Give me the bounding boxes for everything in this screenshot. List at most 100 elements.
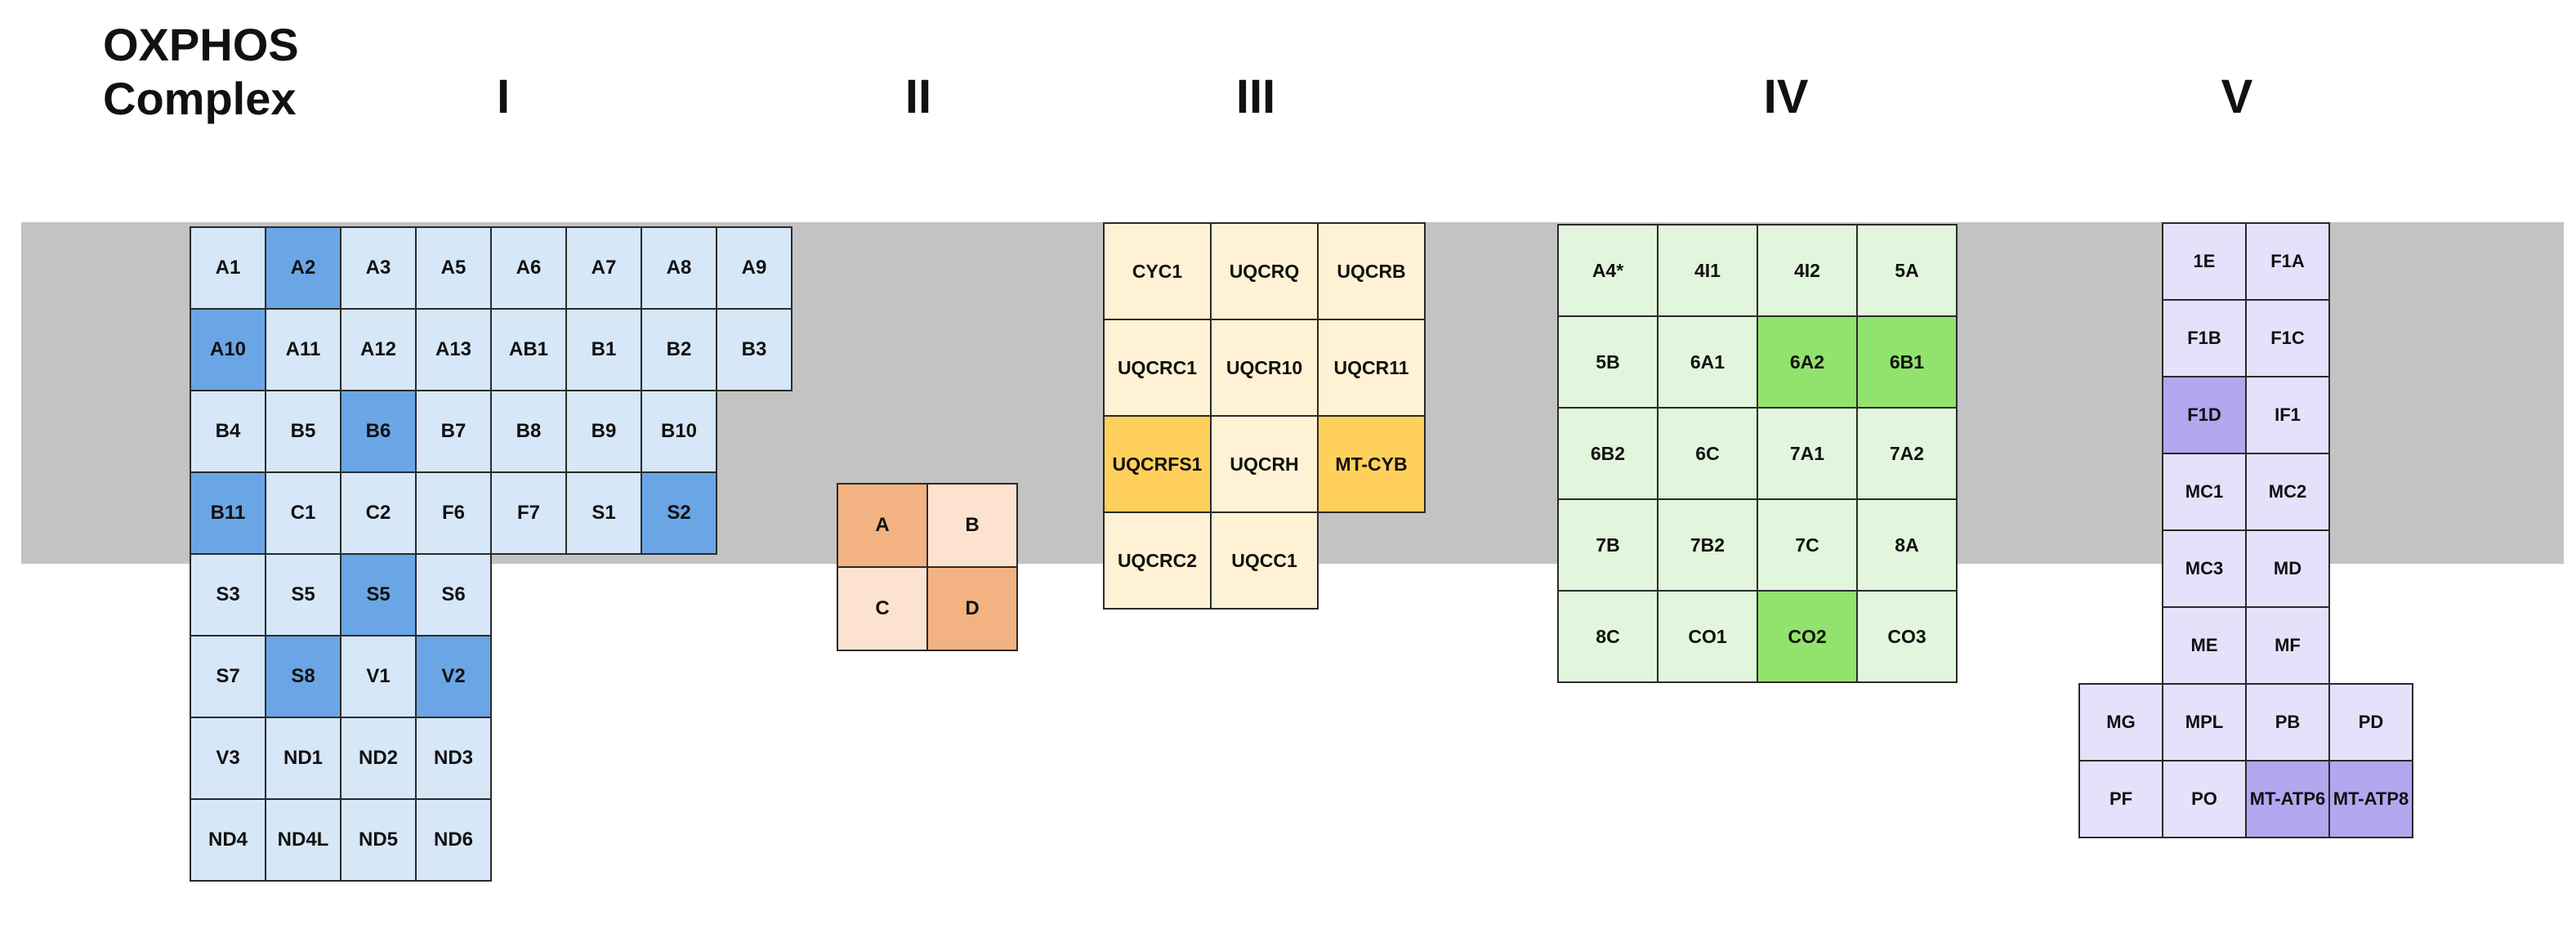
subunit-cell: PD: [2328, 683, 2413, 762]
subunit-cell: B1: [565, 308, 642, 391]
empty-cell: [2079, 530, 2163, 607]
complex-label-2: II: [904, 70, 932, 123]
empty-cell: [717, 636, 792, 717]
subunit-cell: A3: [340, 226, 417, 310]
empty-cell: [2329, 530, 2413, 607]
empty-cell: [641, 717, 717, 799]
empty-cell: [566, 799, 641, 881]
subunit-cell: A7: [565, 226, 642, 310]
subunit-cell: PF: [2078, 760, 2163, 838]
subunit-cell: CO1: [1657, 590, 1758, 683]
subunit-cell: S8: [265, 635, 342, 718]
subunit-cell: F1C: [2245, 299, 2330, 377]
title-line-2: Complex: [103, 73, 297, 124]
subunit-cell: MF: [2245, 606, 2330, 685]
subunit-cell: 8C: [1557, 590, 1659, 683]
empty-cell: [566, 636, 641, 717]
subunit-cell: AB1: [490, 308, 567, 391]
subunit-cell: 7A2: [1856, 407, 1958, 500]
subunit-cell: S7: [190, 635, 266, 718]
subunit-cell: UQCRC2: [1103, 511, 1212, 610]
subunit-cell: ND6: [415, 798, 492, 882]
subunit-cell: 6B2: [1557, 407, 1659, 500]
subunit-cell: A4*: [1557, 224, 1659, 317]
subunit-cell: 7B: [1557, 498, 1659, 592]
subunit-cell: D: [926, 566, 1018, 651]
subunit-cell: 6B1: [1856, 315, 1958, 409]
subunit-cell: S2: [641, 471, 717, 555]
subunit-cell: MC2: [2245, 453, 2330, 531]
subunit-cell: MC1: [2162, 453, 2247, 531]
empty-cell: [491, 717, 566, 799]
subunit-cell: UQCR11: [1317, 319, 1426, 417]
subunit-cell: ND5: [340, 798, 417, 882]
subunit-cell: B2: [641, 308, 717, 391]
subunit-cell: UQCRH: [1210, 415, 1319, 513]
subunit-cell: 6A2: [1757, 315, 1858, 409]
subunit-cell: A10: [190, 308, 266, 391]
subunit-cell: A: [837, 483, 928, 568]
empty-cell: [2329, 377, 2413, 453]
subunit-cell: UQCRQ: [1210, 222, 1319, 320]
subunit-cell: F6: [415, 471, 492, 555]
subunit-cell: B11: [190, 471, 266, 555]
subunit-cell: S1: [565, 471, 642, 555]
subunit-cell: 6A1: [1657, 315, 1758, 409]
empty-cell: [717, 799, 792, 881]
title-line-1: OXPHOS: [103, 19, 299, 70]
empty-cell: [491, 799, 566, 881]
subunit-cell: 4I2: [1757, 224, 1858, 317]
empty-cell: [2329, 300, 2413, 377]
subunit-cell: MPL: [2162, 683, 2247, 762]
empty-cell: [641, 554, 717, 636]
empty-cell: [2079, 377, 2163, 453]
subunit-cell: CO3: [1856, 590, 1958, 683]
subunit-cell: C2: [340, 471, 417, 555]
subunit-cell: S5: [340, 553, 417, 636]
subunit-cell: B7: [415, 390, 492, 473]
complex-label-3: III: [1235, 70, 1276, 123]
subunit-cell: 5A: [1856, 224, 1958, 317]
subunit-cell: S3: [190, 553, 266, 636]
subunit-cell: C: [837, 566, 928, 651]
empty-cell: [2079, 300, 2163, 377]
empty-cell: [566, 717, 641, 799]
subunit-cell: 5B: [1557, 315, 1659, 409]
subunit-cell: 4I1: [1657, 224, 1758, 317]
subunit-cell: 1E: [2162, 222, 2247, 301]
complex-label-1: I: [496, 70, 511, 123]
empty-cell: [1318, 512, 1425, 609]
empty-cell: [2329, 223, 2413, 300]
subunit-cell: B: [926, 483, 1018, 568]
subunit-cell: F7: [490, 471, 567, 555]
subunit-cell: UQCRFS1: [1103, 415, 1212, 513]
subunit-cell: V3: [190, 717, 266, 800]
subunit-cell: B5: [265, 390, 342, 473]
subunit-cell: 7B2: [1657, 498, 1758, 592]
subunit-cell: ND3: [415, 717, 492, 800]
subunit-cell: A11: [265, 308, 342, 391]
subunit-cell: B10: [641, 390, 717, 473]
subunit-cell: S6: [415, 553, 492, 636]
subunit-cell: ND1: [265, 717, 342, 800]
empty-cell: [641, 799, 717, 881]
subunit-cell: A8: [641, 226, 717, 310]
empty-cell: [2079, 607, 2163, 684]
